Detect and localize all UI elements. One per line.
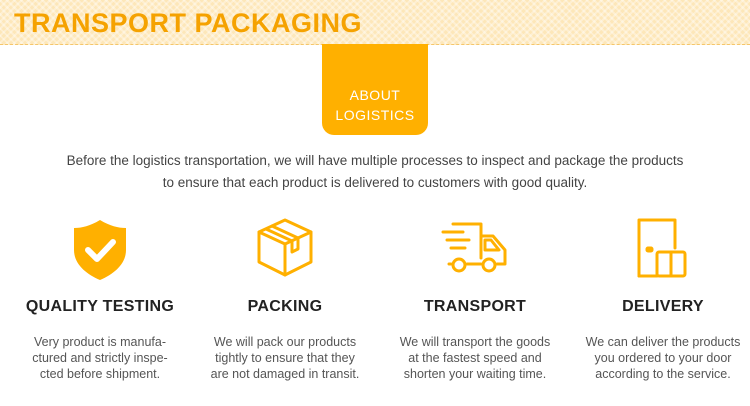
feature-packing: PACKING We will pack our products tightl… — [200, 212, 370, 382]
about-logistics-badge: ABOUT LOGISTICS — [322, 44, 428, 135]
truck-icon — [441, 222, 507, 273]
feature-delivery: DELIVERY We can deliver the products you… — [578, 212, 748, 382]
feature-title: QUALITY TESTING — [25, 298, 175, 315]
shield-check-icon — [74, 220, 126, 280]
feature-description: We can deliver the products you ordered … — [585, 335, 741, 381]
feature-description: We will pack our products tightly to ens… — [210, 335, 360, 381]
intro-text: Before the logistics transportation, we … — [30, 150, 720, 194]
feature-title: TRANSPORT — [423, 298, 527, 315]
box-icon — [257, 218, 313, 277]
feature-title: DELIVERY — [622, 298, 704, 315]
feature-quality-testing: QUALITY TESTING Very product is manufa- … — [15, 212, 185, 382]
page-title: TRANSPORT PACKAGING — [14, 8, 363, 38]
header-bar: TRANSPORT PACKAGING — [0, 0, 750, 45]
badge-line-2: LOGISTICS — [335, 107, 415, 123]
intro-line-1: Before the logistics transportation, we … — [66, 153, 684, 168]
door-delivery-icon — [637, 218, 687, 278]
feature-title: PACKING — [247, 298, 323, 315]
feature-description: Very product is manufa- ctured and stric… — [32, 335, 168, 381]
badge-line-1: ABOUT — [349, 87, 401, 103]
feature-transport: TRANSPORT We will transport the goods at… — [390, 212, 560, 382]
intro-line-2: to ensure that each product is delivered… — [162, 175, 588, 190]
feature-description: We will transport the goods at the faste… — [399, 335, 551, 381]
